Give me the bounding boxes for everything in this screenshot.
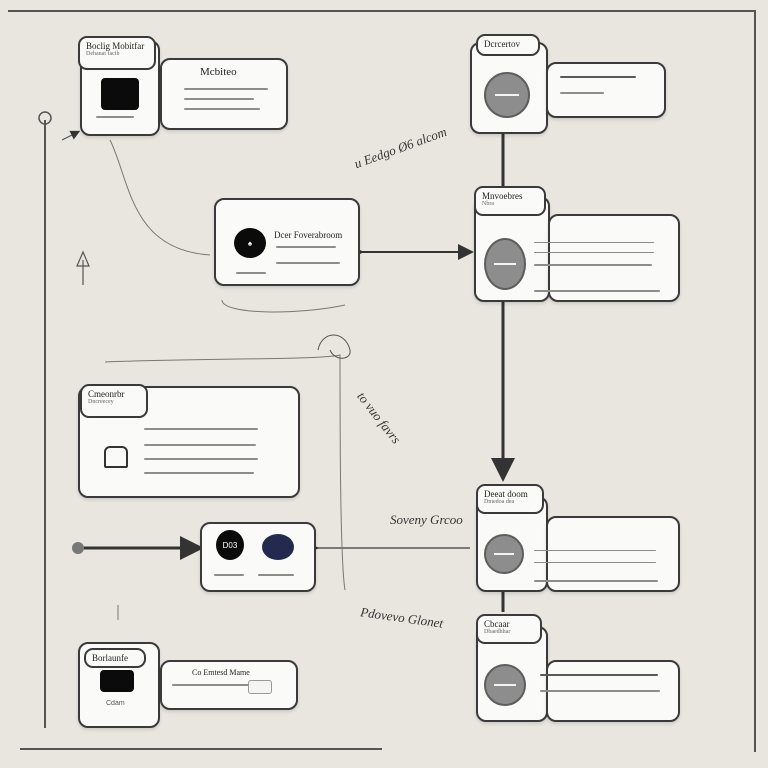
- bottom-left-detail-line: [172, 684, 264, 686]
- mid-right-detail-line-2: [534, 252, 654, 253]
- last-right-detail-line-2: [540, 690, 660, 692]
- center-card-title: Dcer Foverabroom: [274, 230, 343, 240]
- mid-right-detail-line-3: [534, 264, 652, 266]
- top-right-detail-line-2: [560, 92, 604, 94]
- top-right-avatar-icon: [484, 72, 530, 118]
- top-left-tab: Boclig Mobitfar Dehanat facib: [78, 36, 156, 70]
- left-mid-tab: Cmeonrbr Dncreecey: [80, 384, 148, 418]
- bottom-right-detail-line-2: [534, 562, 656, 563]
- top-right-tab: Dcrcertov: [476, 34, 540, 56]
- badge-right-icon: [262, 534, 294, 560]
- mid-right-tab-label: Mnvoebres: [482, 191, 523, 201]
- badge-row-card[interactable]: [200, 522, 316, 592]
- top-right-tab-label: Dcrcertov: [484, 39, 520, 49]
- badge-left-label: D03: [222, 540, 238, 550]
- top-left-detail-title: Mcbiteo: [200, 66, 237, 78]
- bottom-right-detail-line-1: [534, 550, 656, 551]
- bottom-right-detail-line-3: [534, 580, 658, 582]
- bottom-left-detail-title: Co Emtesd Mame: [192, 668, 250, 677]
- mid-right-detail-line-1: [534, 242, 654, 243]
- center-badge-icon: ♠: [234, 228, 266, 258]
- top-left-detail-line-1: [184, 88, 268, 90]
- diagram-frame: [8, 10, 756, 752]
- left-mid-line-4: [144, 472, 254, 474]
- bottom-left-caption: Cdam: [106, 700, 125, 707]
- bottom-rule: [20, 748, 382, 750]
- badge-right-line: [258, 574, 294, 576]
- left-mid-tab-sub: Dncreecey: [88, 399, 114, 405]
- last-right-tab-label: Cbcaar: [484, 619, 510, 629]
- mid-right-detail-card[interactable]: [548, 214, 680, 302]
- last-right-tab-sub: Dbaedhhar: [484, 629, 511, 635]
- top-right-detail-line-1: [560, 76, 636, 78]
- last-right-avatar-icon: [484, 664, 526, 706]
- mid-right-detail-line-4: [534, 290, 660, 292]
- bottom-right-tab-label: Deeat doom: [484, 489, 528, 499]
- badge-left-icon: D03: [216, 530, 244, 560]
- bottom-left-tab-label: Borlaunfe: [92, 653, 128, 663]
- mid-right-tab-sub: Nbra: [482, 201, 494, 207]
- left-mid-line-1: [144, 428, 258, 430]
- bottom-right-tab-sub: Dmedoa dea: [484, 499, 515, 505]
- bottom-left-tab: Borlaunfe: [84, 648, 146, 668]
- center-card-line-3: [236, 272, 266, 274]
- mid-right-avatar-icon: [484, 238, 526, 290]
- top-left-tab-sub: Dehanat facib: [86, 51, 120, 57]
- bottom-left-thumbnail: [100, 670, 134, 692]
- last-right-detail-line-1: [540, 674, 658, 676]
- left-mid-line-3: [144, 458, 258, 460]
- left-mid-tab-label: Cmeonrbr: [88, 389, 125, 399]
- left-mid-line-2: [144, 444, 256, 446]
- printer-icon: [104, 446, 128, 468]
- mid-right-tab: Mnvoebres Nbra: [474, 186, 546, 216]
- bottom-right-tab: Deeat doom Dmedoa dea: [476, 484, 544, 514]
- badge-left-line: [214, 574, 244, 576]
- center-card-line-1: [276, 246, 336, 248]
- last-right-tab: Cbcaar Dbaedhhar: [476, 614, 542, 644]
- top-left-detail-line-2: [184, 98, 254, 100]
- center-card-line-2: [276, 262, 340, 264]
- top-left-detail-line-3: [184, 108, 260, 110]
- top-right-detail-card[interactable]: [546, 62, 666, 118]
- top-left-card-line: [96, 116, 134, 118]
- bottom-right-avatar-icon: [484, 534, 524, 574]
- top-left-thumbnail: [101, 78, 139, 110]
- top-left-detail-card[interactable]: [160, 58, 288, 130]
- bottom-right-detail-card[interactable]: [546, 516, 680, 592]
- bottom-left-detail-button[interactable]: [248, 680, 272, 694]
- top-left-tab-label: Boclig Mobitfar: [86, 41, 145, 51]
- annotation-save: Soveny Grcoo: [390, 512, 463, 527]
